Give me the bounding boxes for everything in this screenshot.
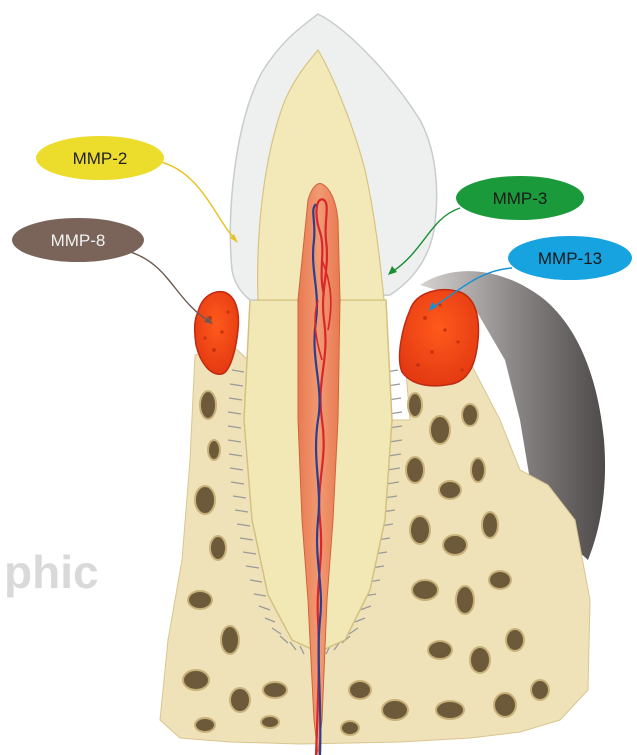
label-mmp8-text: MMP-8 [51, 231, 106, 250]
mmp8-arrow [124, 250, 210, 322]
label-mmp8: MMP-8 [12, 218, 144, 262]
label-mmp13: MMP-13 [508, 236, 632, 280]
mmp2-arrow [150, 160, 236, 240]
label-mmp2-text: MMP-2 [73, 149, 128, 168]
watermark-text: phic [4, 546, 99, 598]
label-mmp13-text: MMP-13 [538, 249, 602, 268]
label-mmp3: MMP-3 [456, 176, 584, 220]
label-mmp3-text: MMP-3 [493, 189, 548, 208]
label-mmp2: MMP-2 [36, 136, 164, 180]
